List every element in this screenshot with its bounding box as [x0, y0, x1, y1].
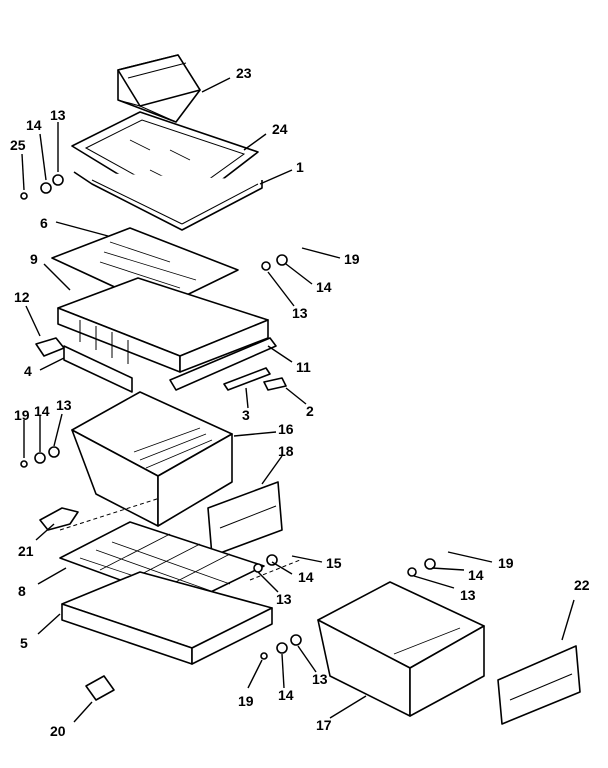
callout-9: 9	[30, 251, 38, 267]
part-22-front	[497, 645, 581, 725]
alignment-line	[59, 497, 161, 531]
callout-14: 14	[26, 117, 42, 133]
callout-5: 5	[20, 635, 28, 651]
callout-20: 20	[50, 723, 66, 739]
callout-13: 13	[292, 305, 308, 321]
callout-19: 19	[238, 693, 254, 709]
callout-19: 19	[14, 407, 30, 423]
part-20-clip	[85, 675, 115, 701]
callout-23: 23	[236, 65, 252, 81]
callout-13: 13	[50, 107, 66, 123]
part-18-front	[207, 481, 283, 557]
callout-8: 8	[18, 583, 26, 599]
part-21-bracket	[39, 507, 79, 531]
callout-17: 17	[316, 717, 332, 733]
callout-18: 18	[278, 443, 294, 459]
callout-3: 3	[242, 407, 250, 423]
part-4-trim	[63, 345, 133, 393]
callout-25: 25	[10, 137, 26, 153]
callout-14: 14	[316, 279, 332, 295]
part-23-bin	[117, 54, 201, 123]
callout-16: 16	[278, 421, 294, 437]
part-11-rail	[169, 337, 277, 391]
callout-21: 21	[18, 543, 34, 559]
part-2-clip	[263, 377, 287, 391]
callout-13: 13	[56, 397, 72, 413]
callout-12: 12	[14, 289, 30, 305]
callout-19: 19	[344, 251, 360, 267]
callout-19: 19	[498, 555, 514, 571]
callout-11: 11	[296, 359, 311, 375]
leader-lines	[21, 77, 575, 723]
part-16-drawer	[71, 391, 233, 527]
part-9-cover	[57, 277, 269, 373]
part-1-frame	[73, 171, 263, 231]
callout-14: 14	[278, 687, 294, 703]
callout-14: 14	[34, 403, 50, 419]
callout-14: 14	[468, 567, 484, 583]
part-3-slide	[223, 367, 271, 391]
part-12-endcap	[35, 337, 65, 357]
callout-14: 14	[298, 569, 314, 585]
callout-1: 1	[296, 159, 304, 175]
callout-15: 15	[326, 555, 342, 571]
callout-13: 13	[460, 587, 476, 603]
part-17-drawer	[317, 581, 485, 717]
callout-13: 13	[312, 671, 328, 687]
callout-6: 6	[40, 215, 48, 231]
callout-24: 24	[272, 121, 288, 137]
callout-2: 2	[306, 403, 314, 419]
hardware	[20, 174, 436, 660]
callout-22: 22	[574, 577, 590, 593]
part-5-frame	[61, 571, 273, 665]
alignment-line	[249, 559, 301, 581]
callout-13: 13	[276, 591, 292, 607]
callout-4: 4	[24, 363, 32, 379]
